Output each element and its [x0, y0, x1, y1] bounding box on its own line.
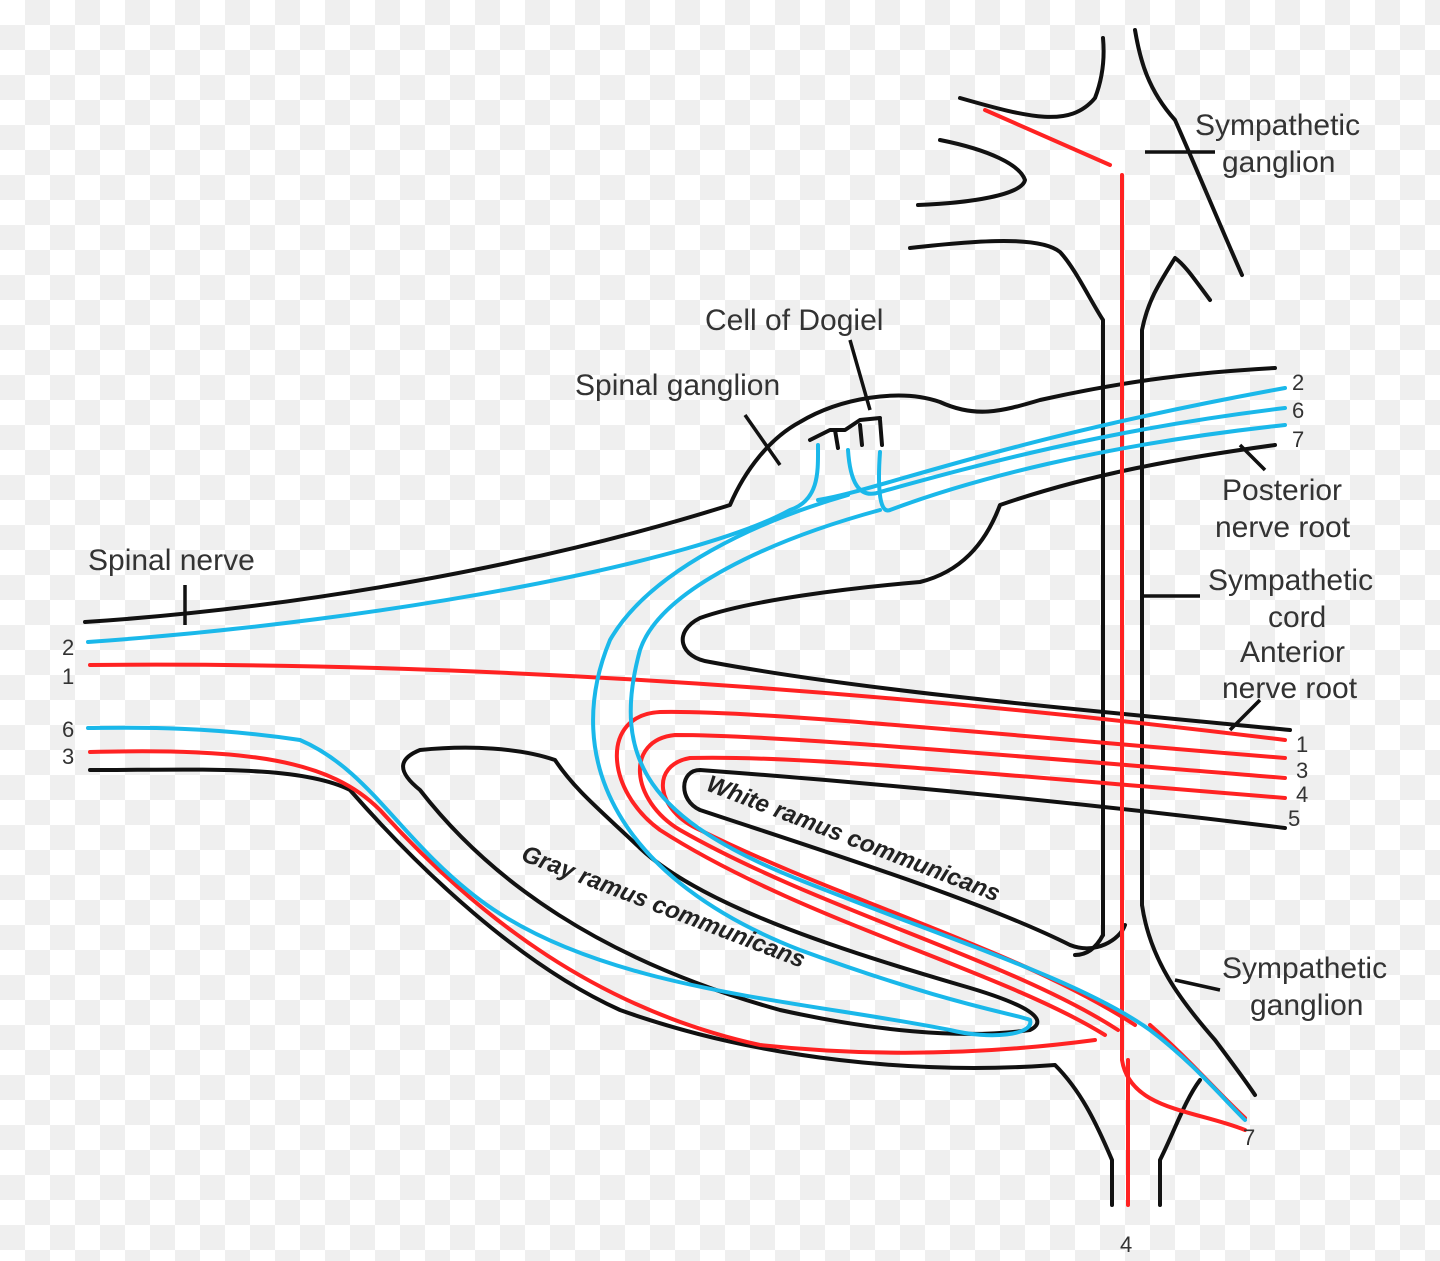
top-ganglion-right-branch [1133, 28, 1244, 277]
label-sympathetic-ganglion-top-1: Sympathetic [1195, 109, 1360, 142]
label-posterior-nerve-root-1: Posterior [1222, 474, 1342, 507]
fiber-blue-2 [86, 443, 821, 644]
fiber-red-5 [661, 755, 1287, 1027]
dogiel-tips [833, 418, 884, 450]
label-spinal-nerve: Spinal nerve [88, 544, 255, 577]
lower-ganglion-left-outline [1073, 933, 1105, 957]
gray-ramus-outline [401, 745, 1040, 1036]
num-anterior-5: 5 [1288, 806, 1300, 831]
label-sympathetic-cord-1: Sympathetic [1208, 564, 1373, 597]
label-spinal-ganglion: Spinal ganglion [575, 369, 780, 402]
dogiel-branch [808, 416, 882, 442]
fiber-red-3-left [88, 749, 1097, 1055]
nerve-outlines [83, 28, 1292, 1207]
leader-posterior-nerve-root [1238, 443, 1267, 472]
label-sympathetic-cord-2: cord [1268, 601, 1326, 634]
fiber-red-sympathetic-cord [1120, 173, 1247, 1132]
num-bottom-4: 4 [1120, 1232, 1132, 1257]
fiber-blue-6 [86, 493, 1033, 1038]
label-sympathetic-ganglion-bottom-2: ganglion [1250, 989, 1363, 1022]
top-ganglion-upper-branch [958, 36, 1106, 119]
fiber-blue-2-right [816, 386, 1287, 502]
label-anterior-nerve-root-1: Anterior [1240, 636, 1345, 669]
num-posterior-7: 7 [1292, 427, 1304, 452]
num-posterior-2: 2 [1292, 370, 1304, 395]
leader-cell-of-dogiel [848, 339, 872, 411]
num-left-2: 2 [62, 635, 74, 660]
lower-trunk-right-wall [1158, 1078, 1202, 1207]
top-ganglion-left-loop [916, 138, 1027, 207]
label-cell-of-dogiel: Cell of Dogiel [705, 304, 883, 337]
cell-of-dogiel-dendrites [808, 416, 884, 450]
fiber-red-1 [88, 662, 1287, 742]
label-sympathetic-ganglion-bottom-1: Sympathetic [1222, 952, 1387, 985]
num-anterior-4: 4 [1296, 782, 1308, 807]
num-posterior-6: 6 [1292, 398, 1304, 423]
leader-sympathetic-ganglion-bottom [1174, 978, 1221, 992]
posterior-anterior-root-loop [680, 443, 1292, 732]
fiber-red-3 [614, 709, 1287, 1037]
sympathetic-trunk-right-wall [1140, 256, 1212, 907]
label-sympathetic-ganglion-top-2: ganglion [1222, 146, 1335, 179]
leader-spinal-ganglion [743, 413, 782, 467]
fiber-blue-7 [628, 508, 1247, 1122]
spinal-nerve-lower-outline [88, 767, 1114, 1207]
num-left-6: 6 [62, 717, 74, 742]
num-anterior-1: 1 [1296, 732, 1308, 757]
leader-anterior-nerve-root [1228, 698, 1262, 732]
fiber-blue-7-upper [877, 423, 1287, 513]
num-left-3: 3 [62, 744, 74, 769]
sympathetic-trunk-left-wall [908, 239, 1105, 937]
white-ramus-lower-outline [682, 768, 1287, 951]
spinal-nerve-upper-outline [83, 366, 1277, 624]
fiber-blue-6-upper [846, 406, 1287, 496]
lower-ganglion-right-outline [1140, 903, 1257, 1097]
fiber-numbers: 2 1 6 3 2 6 7 1 3 4 5 7 4 [62, 370, 1308, 1257]
fiber-red-top-branch [983, 108, 1112, 167]
label-posterior-nerve-root-2: nerve root [1215, 511, 1351, 544]
efferent-fibers [88, 108, 1287, 1207]
num-bottom-right-7: 7 [1243, 1125, 1255, 1150]
afferent-fibers [86, 386, 1287, 1122]
leader-lines [183, 150, 1267, 992]
num-left-1: 1 [62, 664, 74, 689]
label-anterior-nerve-root-2: nerve root [1222, 672, 1358, 705]
text-labels: Sympathetic ganglion Cell of Dogiel Spin… [88, 109, 1387, 1022]
num-anterior-3: 3 [1296, 758, 1308, 783]
